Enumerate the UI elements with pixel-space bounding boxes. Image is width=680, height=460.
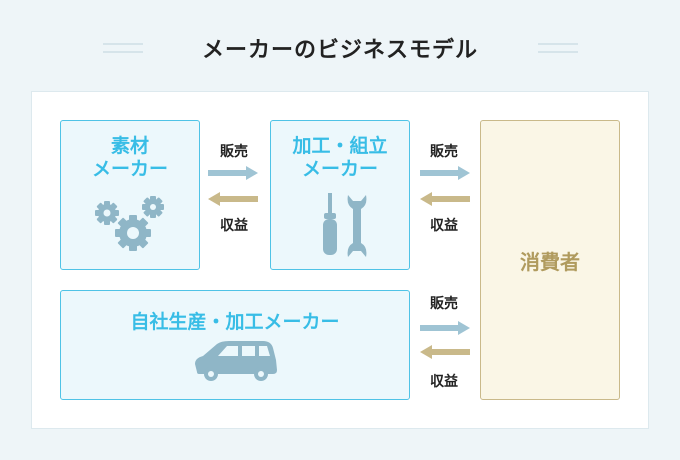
car-icon	[195, 341, 277, 381]
material-maker-box: 素材 メーカー	[60, 120, 200, 270]
own-maker-label: 自社生産・加工メーカー	[130, 311, 340, 333]
consumer-label: 消費者	[520, 250, 580, 274]
revenue-arrow	[420, 192, 470, 206]
wrench-icon	[347, 195, 367, 257]
sale-label: 販売	[430, 144, 458, 160]
sale-arrow	[420, 166, 470, 180]
title-decoration-left	[103, 43, 143, 53]
own-maker-box: 自社生産・加工メーカー	[60, 290, 410, 400]
assembly-maker-label-line2: メーカー	[301, 158, 378, 180]
title-area: メーカーのビジネスモデル	[0, 26, 680, 70]
revenue-label: 収益	[220, 218, 248, 234]
revenue-label: 収益	[430, 374, 458, 390]
revenue-label: 収益	[430, 218, 458, 234]
assembly-maker-box: 加工・組立 メーカー	[270, 120, 410, 270]
sale-label: 販売	[220, 144, 248, 160]
gears-icon	[95, 196, 164, 251]
material-maker-label-line2: メーカー	[91, 158, 168, 180]
sale-arrow	[420, 321, 470, 335]
screwdriver-icon	[323, 193, 337, 255]
assembly-maker-label-line1: 加工・組立	[292, 135, 388, 157]
sale-label: 販売	[430, 296, 458, 312]
consumer-box: 消費者	[480, 120, 620, 400]
revenue-arrow	[208, 192, 258, 206]
revenue-arrow	[420, 345, 470, 359]
material-maker-label-line1: 素材	[110, 135, 149, 157]
diagram-title: メーカーのビジネスモデル	[201, 38, 478, 63]
sale-arrow	[208, 166, 258, 180]
title-decoration-right	[538, 43, 578, 53]
